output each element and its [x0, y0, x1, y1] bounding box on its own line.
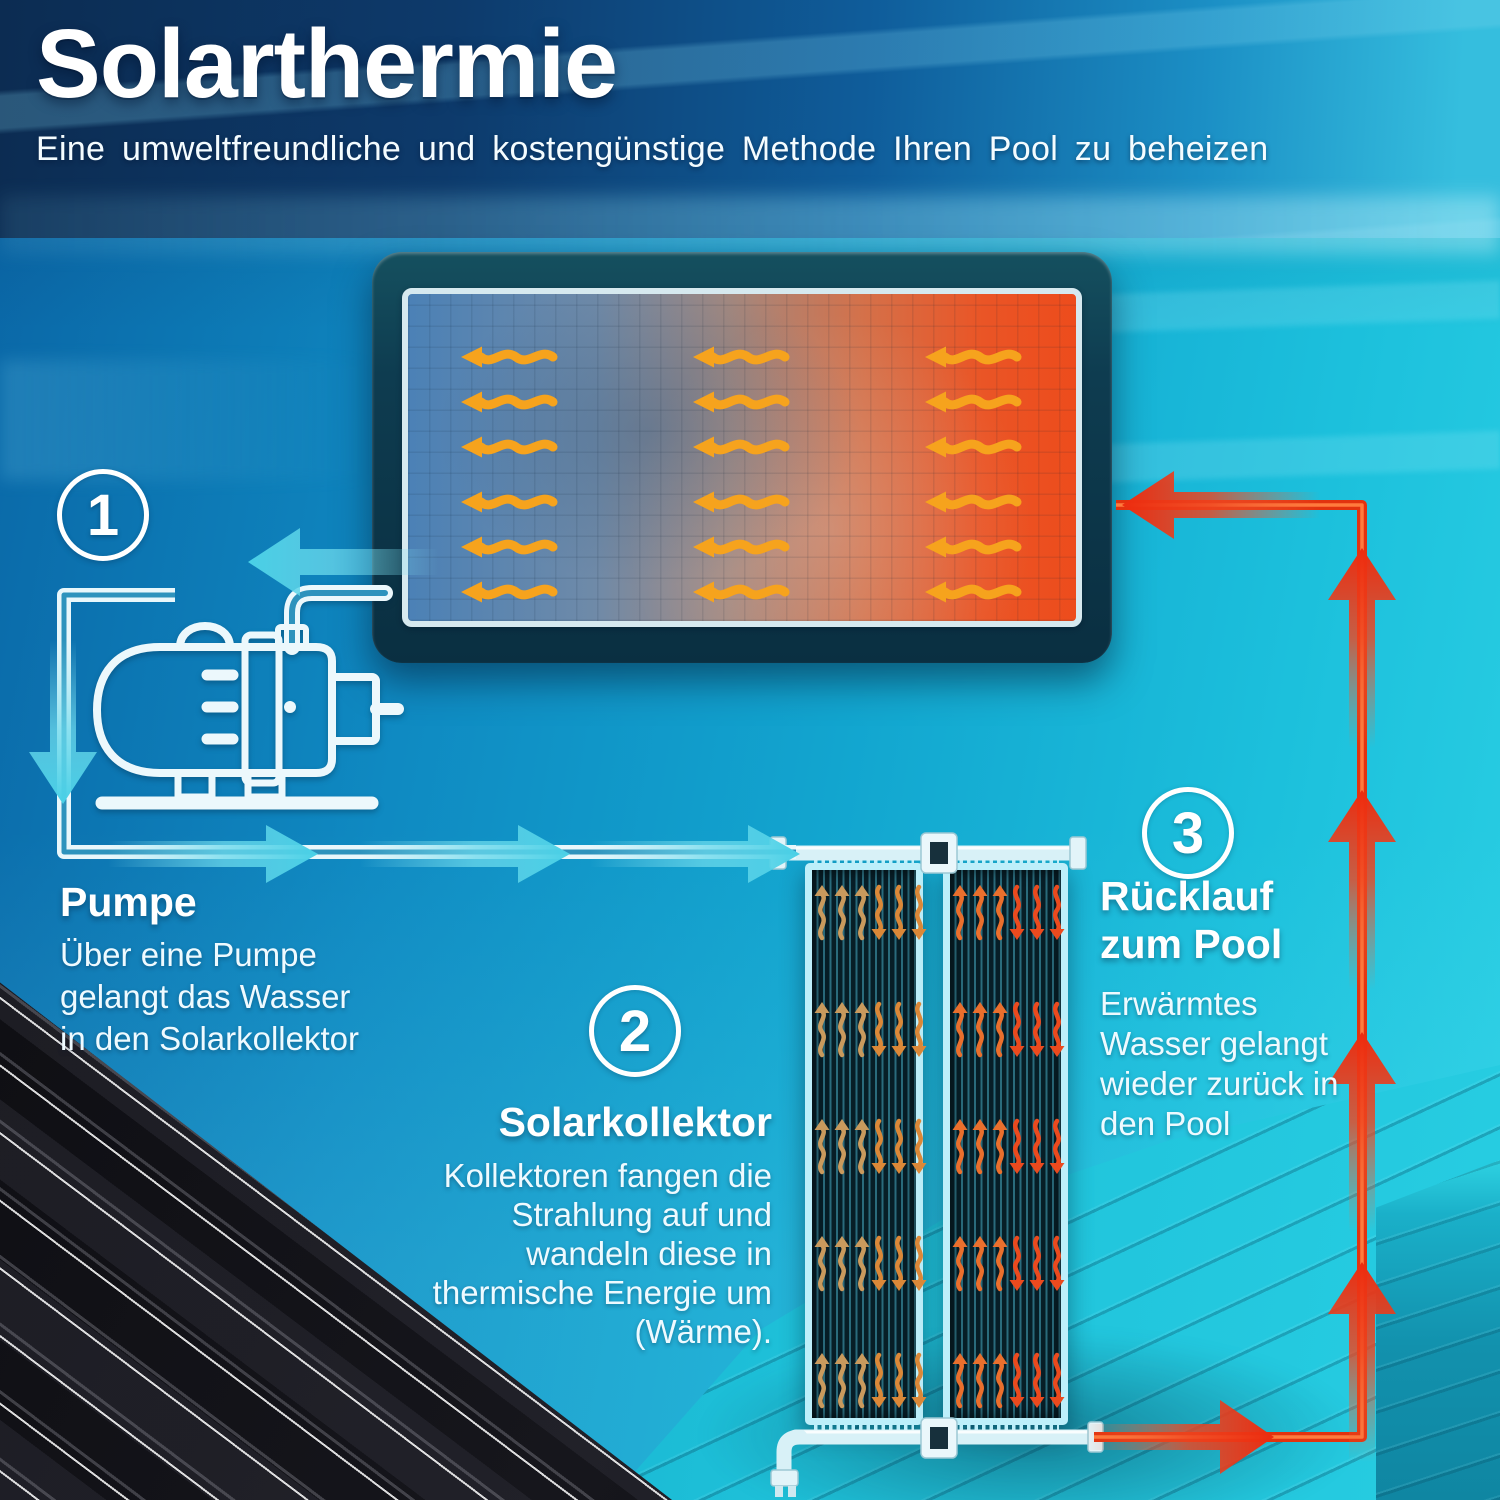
step-2-collector-label: Solarkollektor Kollektoren fangen die St…	[380, 1098, 772, 1351]
step-1-line: gelangt das Wasser	[60, 978, 351, 1015]
page-subtitle: Eine umweltfreundliche und kostengünstig…	[36, 130, 1269, 168]
step-3-line: Erwärmtes	[1100, 985, 1258, 1022]
step-2-line: (Wärme).	[634, 1313, 772, 1350]
step-2-line: Kollektoren fangen die	[443, 1157, 772, 1194]
step-3-heading: zum Pool	[1100, 921, 1283, 967]
page-title: Solarthermie	[36, 9, 618, 118]
header: Solarthermie Eine umweltfreundliche und …	[36, 8, 1268, 169]
step-2-line: Strahlung auf und	[511, 1196, 772, 1233]
step-1-heading: Pumpe	[60, 879, 197, 925]
step-number-badge-1: 1	[57, 469, 149, 561]
step-number: 2	[618, 998, 652, 1064]
step-3-line: wieder zurück in	[1100, 1065, 1339, 1102]
step-2-line: thermische Energie um	[432, 1274, 772, 1311]
water-light-streak	[0, 360, 380, 480]
step-3-description: Erwärmtes Wasser gelangt wieder zurück i…	[1100, 984, 1430, 1144]
step-3-line: den Pool	[1100, 1105, 1231, 1142]
deck-step-box	[1376, 1160, 1500, 1500]
solar-collector-panel-left	[805, 853, 923, 1435]
step-3-heading: Rücklauf	[1100, 873, 1274, 919]
step-1-pump-label: Pumpe Über eine Pumpe gelangt das Wasser…	[60, 878, 420, 1060]
step-2-line: wandeln diese in	[526, 1235, 772, 1272]
step-number: 1	[86, 482, 120, 548]
step-1-line: Über eine Pumpe	[60, 936, 317, 973]
step-number-badge-2: 2	[589, 985, 681, 1077]
header-band-background	[0, 0, 1500, 238]
solar-collector-panel-right	[943, 853, 1068, 1435]
pool-water-surface	[402, 288, 1082, 627]
step-2-heading: Solarkollektor	[498, 1099, 772, 1145]
light-streak	[0, 196, 1500, 254]
step-1-line: in den Solarkollektor	[60, 1020, 359, 1057]
step-3-line: Wasser gelangt	[1100, 1025, 1329, 1062]
pool-illustration	[372, 252, 1112, 663]
step-3-return-label: Rücklauf zum Pool Erwärmtes Wasser gelan…	[1100, 872, 1430, 1144]
step-number-badge-3: 3	[1142, 787, 1234, 879]
step-number: 3	[1171, 800, 1205, 866]
